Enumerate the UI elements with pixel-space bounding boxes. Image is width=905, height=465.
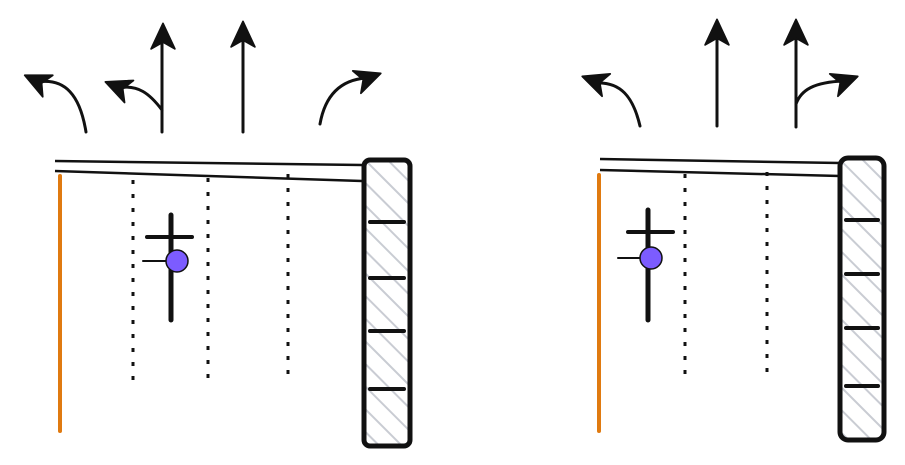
left-straight-arrow <box>230 20 256 134</box>
left-bicycle <box>142 212 194 323</box>
left-diagram <box>18 20 413 449</box>
left-barrier <box>361 157 413 449</box>
right-barrier <box>837 155 887 443</box>
right-straight-and-right-arrow <box>783 18 863 129</box>
right-straight-arrow <box>704 18 730 128</box>
right-road-top-edge <box>599 157 841 178</box>
left-straight-and-left-arrow <box>100 22 176 134</box>
left-turn-arrow-1 <box>18 63 88 134</box>
left-lane-dividers <box>131 174 290 383</box>
right-diagram <box>577 18 887 443</box>
right-lane-dividers <box>683 172 769 382</box>
left-road-top-edge <box>54 159 363 183</box>
left-rider <box>165 249 189 273</box>
left-lane-arrows <box>18 20 386 134</box>
left-right-turn-arrow <box>318 61 386 126</box>
right-rider <box>639 246 663 270</box>
right-bicycle <box>617 207 675 323</box>
right-left-turn-arrow <box>577 64 642 128</box>
right-lane-arrows <box>577 18 863 129</box>
